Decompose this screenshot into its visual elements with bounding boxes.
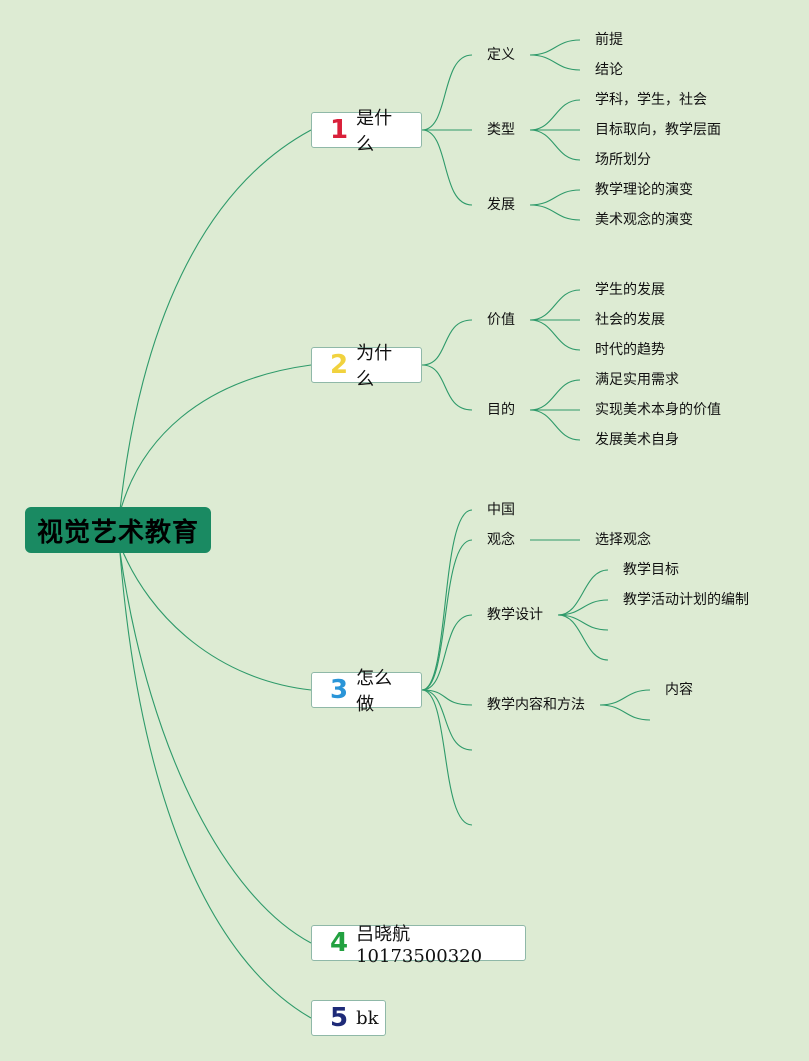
- edge-root-b2: [119, 364, 312, 513]
- branch-number-3: 3: [330, 675, 349, 705]
- branch-label-4: 吕晓航 10173500320: [356, 923, 483, 967]
- topic-value-1[interactable]: 学生的发展: [595, 282, 665, 298]
- topic-premise[interactable]: 前提: [595, 32, 623, 48]
- topic-dev-1[interactable]: 教学理论的演变: [595, 182, 693, 198]
- topic-content[interactable]: 内容: [665, 682, 693, 698]
- subtopic-type[interactable]: 类型: [487, 122, 515, 138]
- topic-value-2[interactable]: 社会的发展: [595, 312, 665, 328]
- subtopic-definition[interactable]: 定义: [487, 47, 515, 63]
- topic-type-2[interactable]: 目标取向，教学层面: [595, 122, 721, 138]
- topic-conclusion[interactable]: 结论: [595, 62, 623, 78]
- topic-goal-1[interactable]: 满足实用需求: [595, 372, 679, 388]
- edge-root-b3: [119, 544, 312, 691]
- topic-activity-plan[interactable]: 教学活动计划的编制: [623, 592, 749, 608]
- branch-number-1: 1: [330, 115, 349, 145]
- branch-label-2: 为什么: [356, 343, 393, 390]
- edge-root-b5: [119, 552, 312, 1019]
- branch-node-3[interactable]: 3 怎么做: [311, 668, 422, 715]
- branch-node-5[interactable]: 5 bk: [311, 1000, 386, 1036]
- edge-root-b4: [119, 551, 312, 944]
- topic-dev-2[interactable]: 美术观念的演变: [595, 212, 693, 228]
- topic-type-1[interactable]: 学科，学生，社会: [595, 92, 707, 108]
- subtopic-idea[interactable]: 观念: [487, 532, 515, 548]
- branch-node-1[interactable]: 1 是什么: [311, 108, 422, 155]
- topic-type-3[interactable]: 场所划分: [595, 152, 651, 168]
- branch-label-5: bk: [356, 1007, 379, 1029]
- topic-teaching-goal[interactable]: 教学目标: [623, 562, 679, 578]
- branch-label-1: 是什么: [356, 108, 393, 155]
- branch-label-3: 怎么做: [356, 668, 393, 715]
- root-title: 视觉艺术教育: [36, 517, 199, 548]
- subtopic-china[interactable]: 中国: [487, 502, 515, 518]
- edge-root-b1: [119, 129, 312, 511]
- subtopic-teaching-design[interactable]: 教学设计: [487, 607, 543, 623]
- subtopic-development[interactable]: 发展: [487, 197, 515, 213]
- subtopic-value[interactable]: 价值: [487, 312, 515, 328]
- topic-goal-2[interactable]: 实现美术本身的价值: [595, 402, 721, 418]
- branch-number-5: 5: [330, 1003, 349, 1033]
- branch-node-4[interactable]: 4 吕晓航 10173500320: [311, 924, 526, 967]
- topic-goal-3[interactable]: 发展美术自身: [595, 432, 679, 448]
- branch-number-2: 2: [330, 350, 349, 380]
- topic-choose-idea[interactable]: 选择观念: [595, 532, 651, 548]
- root-topic[interactable]: 视觉艺术教育: [25, 507, 211, 553]
- subtopic-goal[interactable]: 目的: [487, 402, 515, 418]
- branch-node-2[interactable]: 2 为什么: [311, 343, 422, 390]
- subtopic-content-method[interactable]: 教学内容和方法: [487, 697, 585, 713]
- branch-number-4: 4: [330, 928, 349, 958]
- topic-value-3[interactable]: 时代的趋势: [595, 342, 665, 358]
